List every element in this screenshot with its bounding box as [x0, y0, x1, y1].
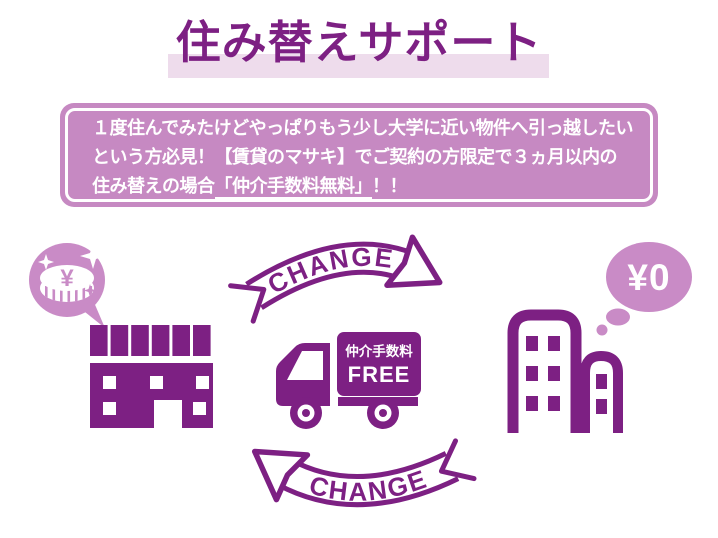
info-line-3-suffix: ！！	[372, 176, 408, 196]
moving-truck-icon: 仲介手数料 FREE	[276, 332, 421, 429]
truck-wheel-icon	[290, 397, 322, 429]
sparkle-icon	[80, 243, 106, 269]
svg-text:CHANGE: CHANGE	[306, 463, 431, 506]
svg-text:CHANGE: CHANGE	[263, 242, 397, 300]
info-text: １度住んでみたけどやっぱりもう少し大学に近い物件へ引っ越したい という方必見！【…	[92, 114, 634, 201]
info-box: １度住んでみたけどやっぱりもう少し大学に近い物件へ引っ越したい という方必見！【…	[60, 103, 658, 207]
truck-wheel-icon	[367, 397, 399, 429]
info-line-3-prefix: 住み替えの場合	[92, 176, 215, 196]
change-arrow-bottom-icon: CHANGE	[251, 438, 477, 507]
page-title: 住み替えサポート	[175, 17, 543, 68]
info-line-3-underline: 「仲介手数料無料」	[214, 176, 372, 199]
truck-box-label-jp: 仲介手数料	[345, 343, 413, 359]
change-top-label: CHANGE	[263, 242, 395, 300]
shop-building-icon	[90, 325, 213, 428]
coin-yen-symbol: ¥	[60, 265, 74, 292]
sparkle-icon	[84, 284, 96, 297]
truck-box-label-free: FREE	[348, 362, 411, 387]
money-speech-bubble-icon: ¥	[29, 243, 106, 328]
info-line-1: １度住んでみたけどやっぱりもう少し大学に近い物件へ引っ越したい	[92, 118, 634, 138]
title-highlight-band	[168, 54, 549, 78]
zero-yen-label: ¥0	[627, 257, 670, 298]
change-arrow-top-icon: CHANGE	[228, 234, 443, 324]
sparkle-icon	[38, 254, 54, 270]
info-line-3: 住み替えの場合「仲介手数料無料」！！	[92, 172, 633, 201]
apartment-building-icon	[507, 309, 623, 433]
zero-yen-thought-bubble-icon: ¥0	[596, 242, 692, 336]
info-line-2: という方必見！【賃貸のマサキ】でご契約の方限定で３ヵ月以内の	[92, 147, 618, 167]
change-bottom-label: CHANGE	[306, 463, 429, 506]
